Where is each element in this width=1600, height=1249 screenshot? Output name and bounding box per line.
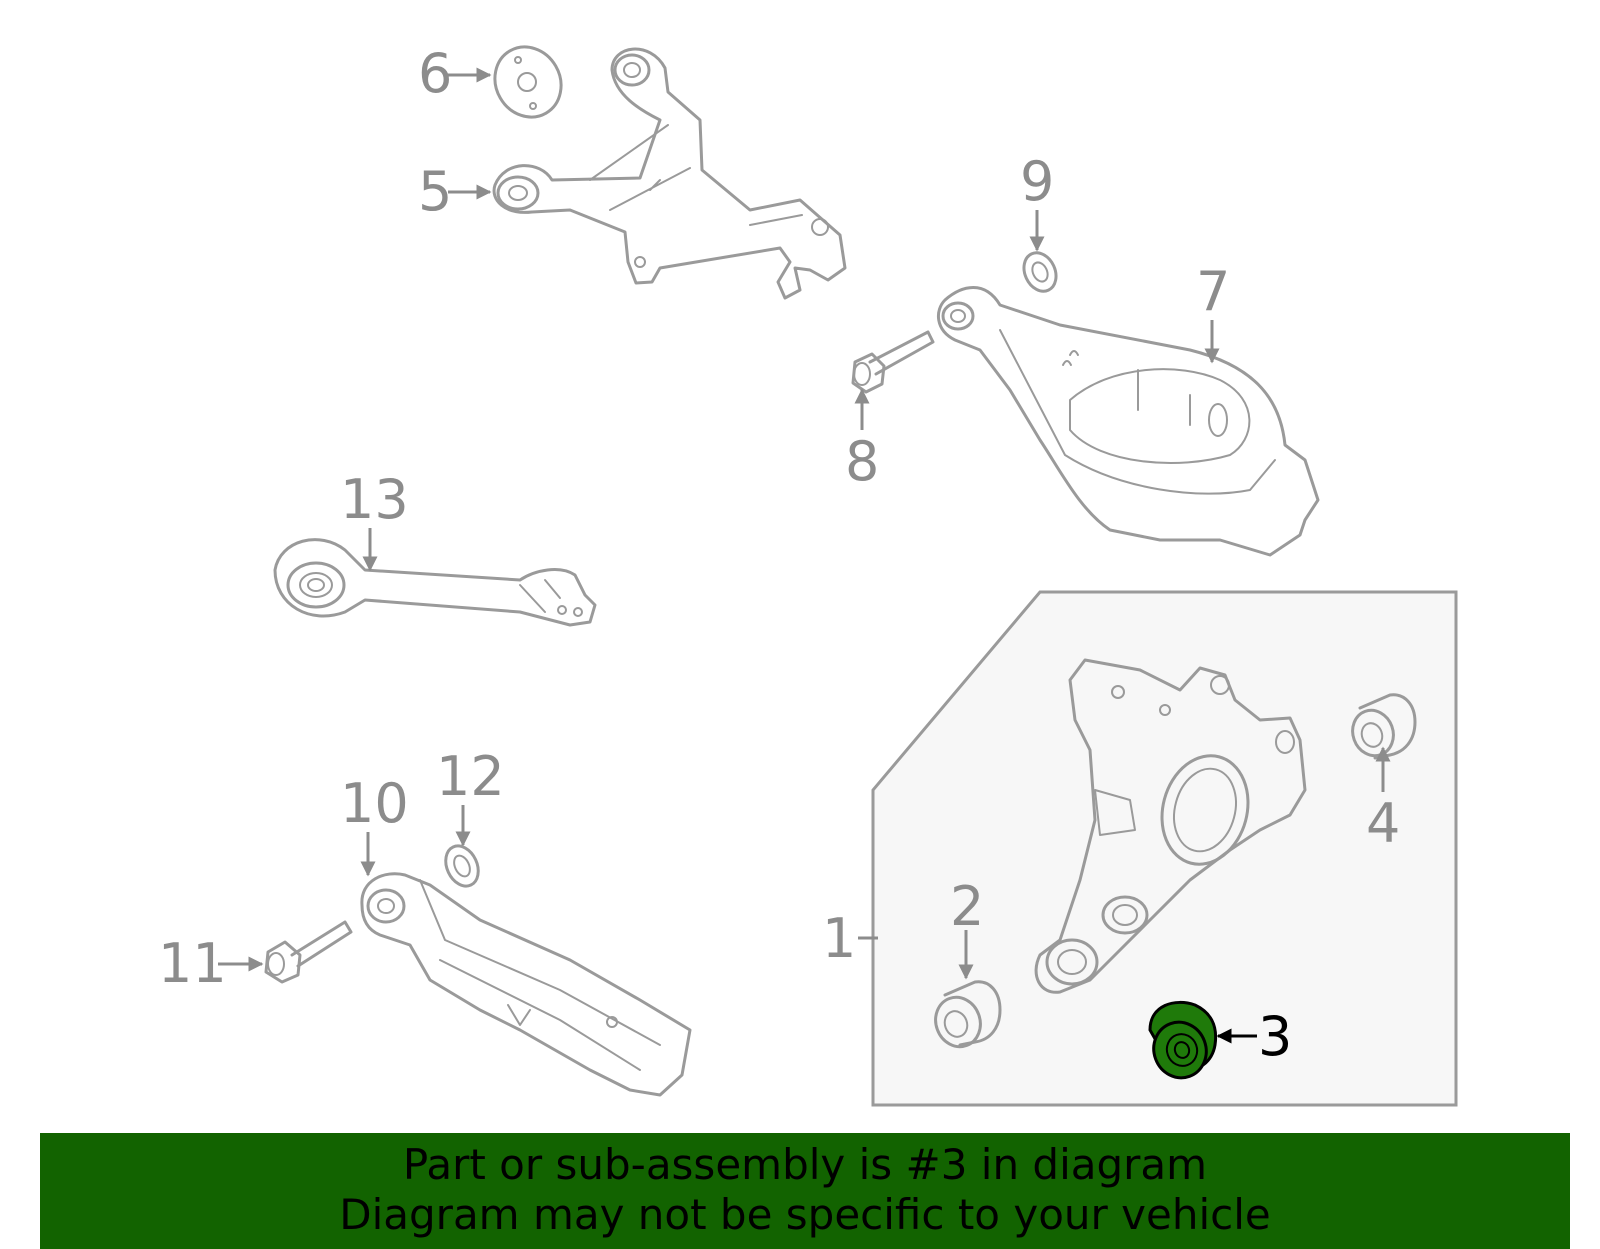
subassembly-box [871, 590, 1458, 1107]
part-13-link[interactable] [273, 538, 597, 627]
part-7-lower-arm[interactable] [936, 286, 1320, 557]
callout-10: 10 [340, 772, 409, 835]
callout-9: 9 [1020, 150, 1054, 213]
callout-4: 4 [1366, 792, 1400, 855]
callout-5: 5 [418, 160, 452, 223]
info-banner: Part or sub-assembly is #3 in diagram Di… [40, 1133, 1570, 1249]
callout-12: 12 [436, 745, 505, 808]
banner-line-1: Part or sub-assembly is #3 in diagram [402, 1140, 1208, 1189]
part-5-upper-arm[interactable] [492, 47, 847, 300]
part-9-washer[interactable] [1018, 248, 1062, 297]
callout-11: 11 [158, 932, 227, 995]
part-3-bushing-highlighted[interactable] [1146, 1000, 1218, 1085]
part-11-bolt[interactable] [264, 920, 353, 984]
callout-13: 13 [340, 468, 409, 531]
part-2-bushing[interactable] [929, 980, 1002, 1053]
callout-6: 6 [418, 42, 452, 105]
part-8-bolt[interactable] [851, 330, 935, 394]
banner-line-2: Diagram may not be specific to your vehi… [339, 1190, 1271, 1239]
callout-8: 8 [845, 430, 879, 493]
callout-2: 2 [950, 875, 984, 938]
callout-7: 7 [1196, 260, 1230, 323]
callout-1: 1 [822, 907, 856, 970]
callout-3: 3 [1258, 1005, 1292, 1068]
part-6-plate[interactable] [482, 35, 573, 129]
part-12-washer[interactable] [440, 841, 485, 892]
part-10-trailing-arm[interactable] [360, 872, 692, 1097]
part-1-knuckle[interactable] [1034, 658, 1307, 994]
